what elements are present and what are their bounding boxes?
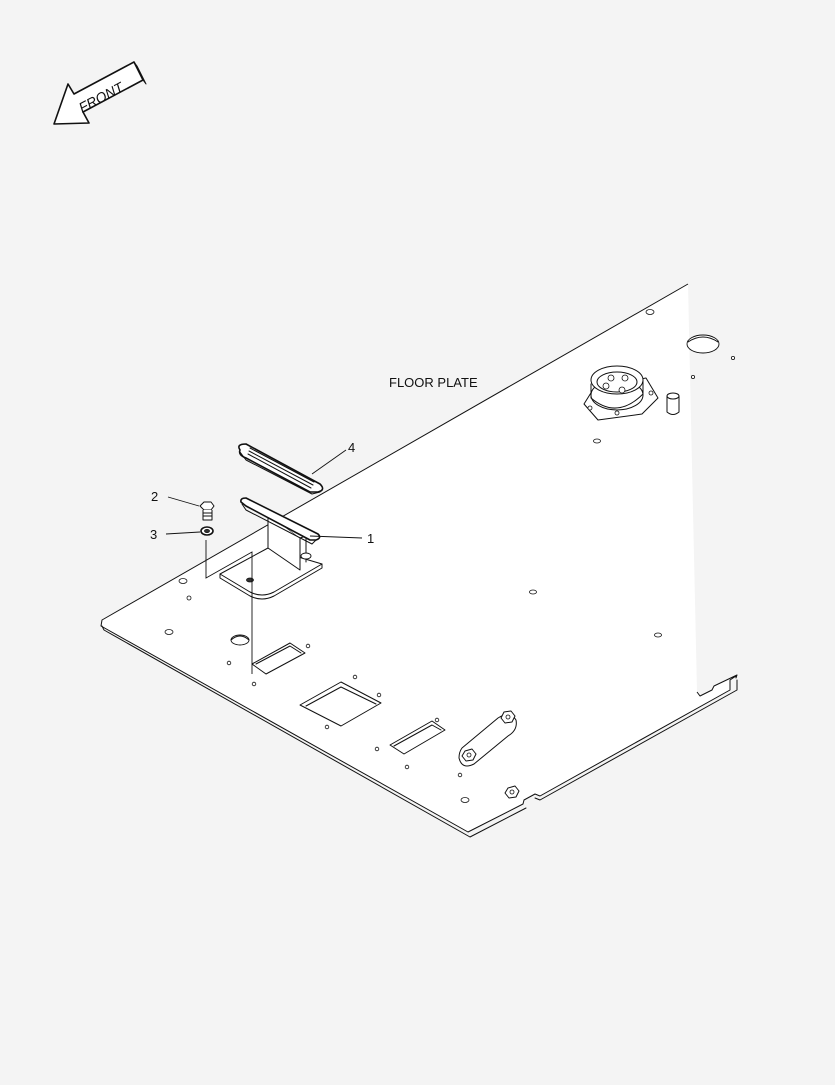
callout-1: 1: [367, 531, 374, 546]
floor-post: [666, 392, 680, 415]
callout-3: 3: [150, 527, 157, 542]
bolt: [199, 501, 215, 521]
callout-leaders: [165, 449, 363, 539]
callout-2: 2: [151, 489, 158, 504]
floor-flange-fitting: [583, 365, 659, 421]
floor-plate: [100, 283, 738, 838]
pedal-pad: [238, 443, 324, 495]
floor-cutout-3: [389, 720, 446, 755]
callout-4: 4: [348, 440, 355, 455]
washer: [200, 526, 214, 536]
floor-cutout-2: [299, 681, 382, 727]
floor-cutout-1: [251, 642, 306, 675]
front-arrow-icon: FRONT: [53, 61, 147, 125]
link-plate: [458, 710, 520, 799]
floor-plate-label: FLOOR PLATE: [389, 375, 478, 390]
pedal-bracket: [219, 497, 323, 600]
